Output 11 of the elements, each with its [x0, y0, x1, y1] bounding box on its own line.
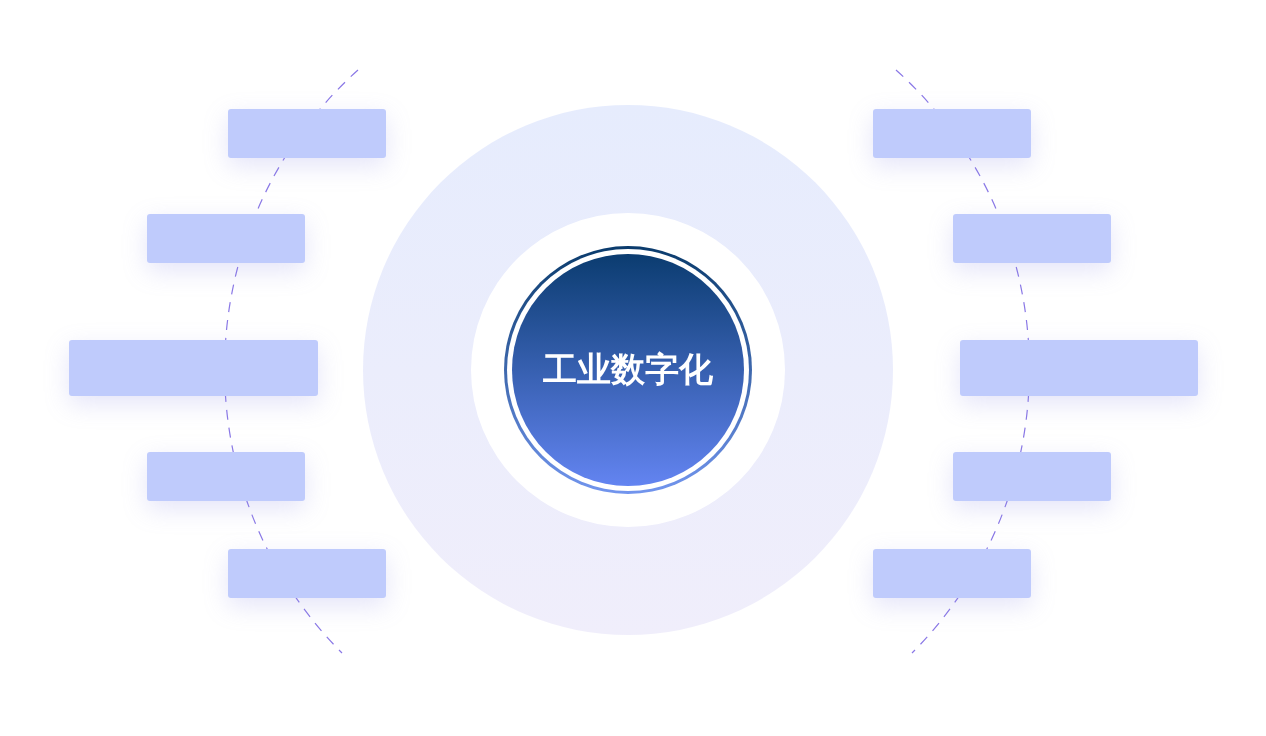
blank-card [873, 549, 1031, 598]
blank-card [960, 340, 1198, 396]
center-title: 工业数字化 [543, 348, 713, 391]
blank-card [69, 340, 318, 396]
blank-card [147, 214, 305, 263]
blank-card [228, 109, 386, 158]
blank-card [873, 109, 1031, 158]
blank-card [147, 452, 305, 501]
blank-card [953, 452, 1111, 501]
blank-card [953, 214, 1111, 263]
blank-card [228, 549, 386, 598]
